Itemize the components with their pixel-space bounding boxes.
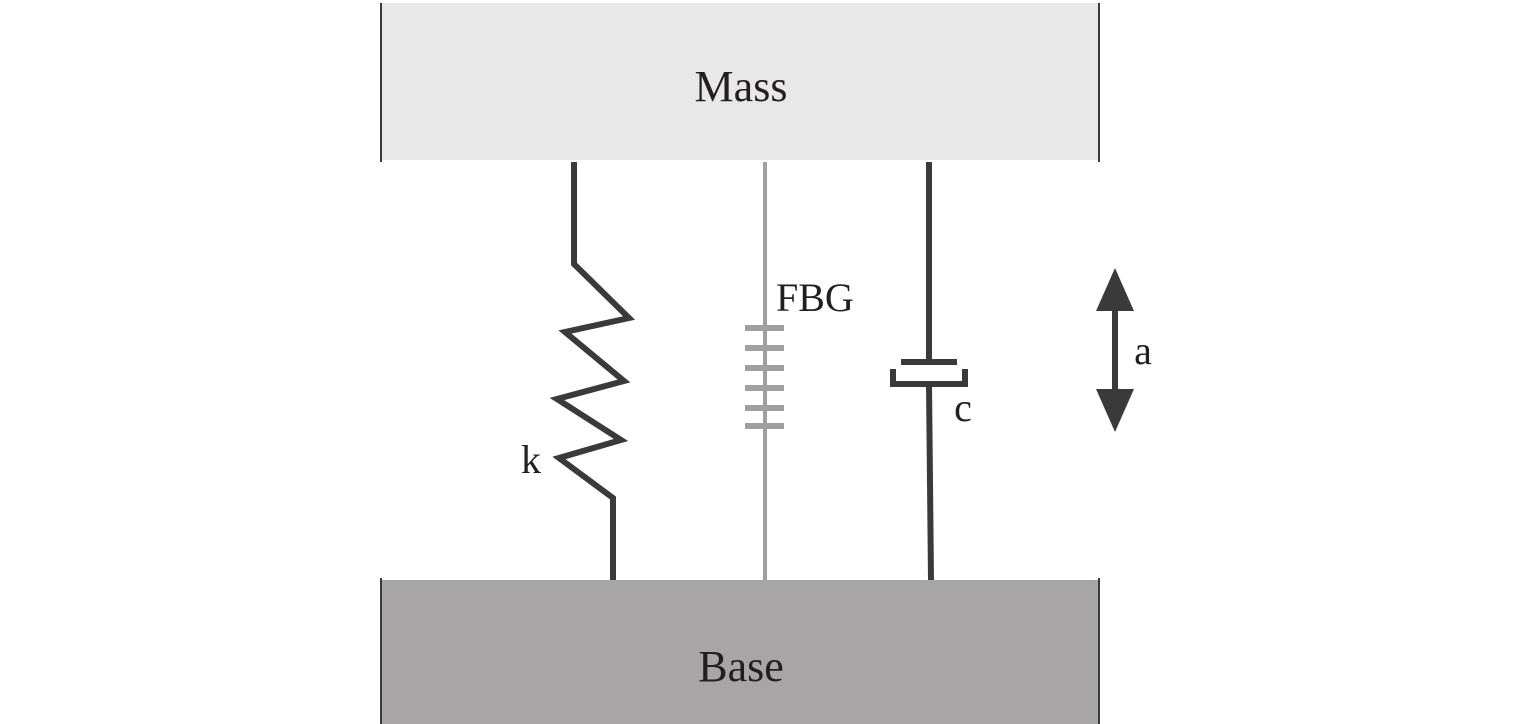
damper: c — [890, 162, 972, 581]
acceleration-arrow-up-head — [1096, 268, 1134, 311]
damper-rod-bottom — [926, 383, 934, 581]
mass-label: Mass — [695, 62, 788, 111]
spring-coil — [549, 162, 636, 580]
acceleration-label: a — [1134, 328, 1152, 373]
damper-cylinder — [890, 369, 968, 387]
fbg-grating — [745, 325, 784, 429]
fbg-fiber: FBG — [745, 162, 854, 580]
spring-label: k — [521, 437, 541, 482]
mass-block: Mass — [380, 3, 1100, 162]
acceleration-arrow-icon: a — [1096, 268, 1152, 432]
base-rect — [381, 580, 1099, 724]
mass-rect — [381, 3, 1099, 160]
spring: k — [521, 162, 636, 580]
fbg-label: FBG — [776, 275, 854, 320]
damper-label: c — [954, 385, 972, 430]
base-block: Base — [380, 578, 1100, 724]
base-label: Base — [698, 642, 784, 691]
acceleration-arrow-down-head — [1096, 389, 1134, 432]
